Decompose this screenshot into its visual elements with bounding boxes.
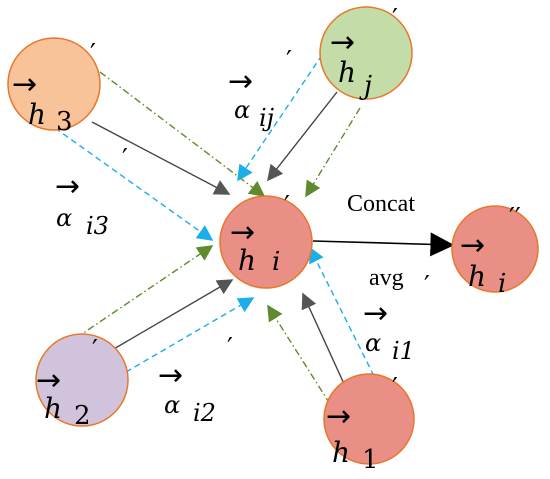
weight-alpha-i3-base: α xyxy=(56,204,72,232)
node-h3-prime: ′ xyxy=(90,39,96,69)
edge-h2-green xyxy=(75,245,214,339)
node-hi: → ′ h i xyxy=(219,191,313,289)
node-h2: → ′ h 2 xyxy=(35,333,129,431)
node-h1-circle xyxy=(323,373,415,465)
weight-alpha-i3-sub: i3 xyxy=(86,212,109,240)
node-hi-output-base: h xyxy=(468,260,486,293)
node-h2-circle xyxy=(35,333,129,427)
weight-alpha-i3: → ′ α i3 xyxy=(55,144,128,240)
edge-h3-green xyxy=(99,71,266,197)
edge-hj-solid xyxy=(267,91,338,182)
node-hi-sub: i xyxy=(272,247,280,277)
node-h1-base: h xyxy=(332,436,350,469)
weight-alpha-ij-prime: ′ xyxy=(286,46,292,76)
weight-alpha-i3-prime: ′ xyxy=(122,144,128,174)
node-h2-base: h xyxy=(44,392,62,425)
edge-hj-green xyxy=(305,107,361,198)
edge-h2-cyan xyxy=(125,297,255,373)
edge-h2-solid xyxy=(111,279,234,351)
weight-alpha-i1-arrow: → xyxy=(363,296,388,331)
weight-alpha-i1-sub: i1 xyxy=(392,337,415,365)
edge-h3-solid xyxy=(91,121,231,195)
weight-alpha-ij-arrow: → xyxy=(228,64,253,99)
weight-alpha-i3-arrow: → xyxy=(55,169,80,204)
node-h1-arrow: → xyxy=(326,399,351,434)
edge-h1-solid xyxy=(301,292,346,387)
weight-alpha-ij-sub: ij xyxy=(259,104,275,132)
weight-alpha-ij-base: α xyxy=(234,96,250,124)
weight-alpha-i2-base: α xyxy=(164,391,180,419)
node-h1: → ′ h 1 xyxy=(323,373,415,475)
weight-alpha-i2-prime: ′ xyxy=(227,333,233,363)
node-h1-sub: 1 xyxy=(362,445,379,475)
node-hj-arrow: → xyxy=(330,25,355,60)
node-hj-base: h xyxy=(338,56,356,89)
node-h3-sub: 3 xyxy=(56,107,73,137)
node-h2-sub: 2 xyxy=(74,401,91,431)
node-h2-prime: ′ xyxy=(92,335,98,365)
weight-alpha-i1-base: α xyxy=(365,329,381,357)
weight-alpha-i2: → ′ α i2 xyxy=(158,333,233,427)
node-h3: → ′ h 3 xyxy=(7,37,101,137)
edge-h1-green xyxy=(267,304,331,405)
weight-alpha-i1-prime: ′ xyxy=(424,271,430,301)
node-hj: → ′ h j xyxy=(319,4,413,101)
edge-h1-cyan xyxy=(309,246,375,377)
node-hi-prime: ′ xyxy=(284,191,290,221)
node-hi-output-circle xyxy=(451,205,539,293)
node-hi-output: → ′′ h i xyxy=(451,203,539,299)
edge-h3-cyan xyxy=(54,127,214,241)
node-hi-output-sub: i xyxy=(498,269,506,299)
node-hi-arrow: → xyxy=(230,215,255,250)
weight-alpha-i1: → ′ α i1 xyxy=(363,271,430,365)
node-hi-circle xyxy=(219,195,313,289)
node-hj-circle xyxy=(319,6,413,100)
edge-output xyxy=(312,232,455,257)
node-h3-circle xyxy=(7,37,101,131)
weight-alpha-i2-arrow: → xyxy=(158,358,183,393)
edges xyxy=(54,54,455,405)
node-hi-output-prime: ′′ xyxy=(509,203,521,233)
node-h2-arrow: → xyxy=(36,363,61,398)
node-h1-prime: ′ xyxy=(392,373,398,403)
node-hi-output-arrow: → xyxy=(460,228,485,263)
edge-hj-cyan xyxy=(237,54,323,182)
weight-alpha-ij: → ′ α ij xyxy=(228,46,292,132)
node-hj-prime: ′ xyxy=(392,4,398,34)
weight-alpha-i2-sub: i2 xyxy=(193,399,216,427)
node-hi-base: h xyxy=(238,244,256,277)
avg-label: avg xyxy=(369,265,404,291)
node-h3-arrow: → xyxy=(12,67,37,102)
node-h3-base: h xyxy=(28,98,46,131)
concat-label: Concat xyxy=(347,191,415,217)
